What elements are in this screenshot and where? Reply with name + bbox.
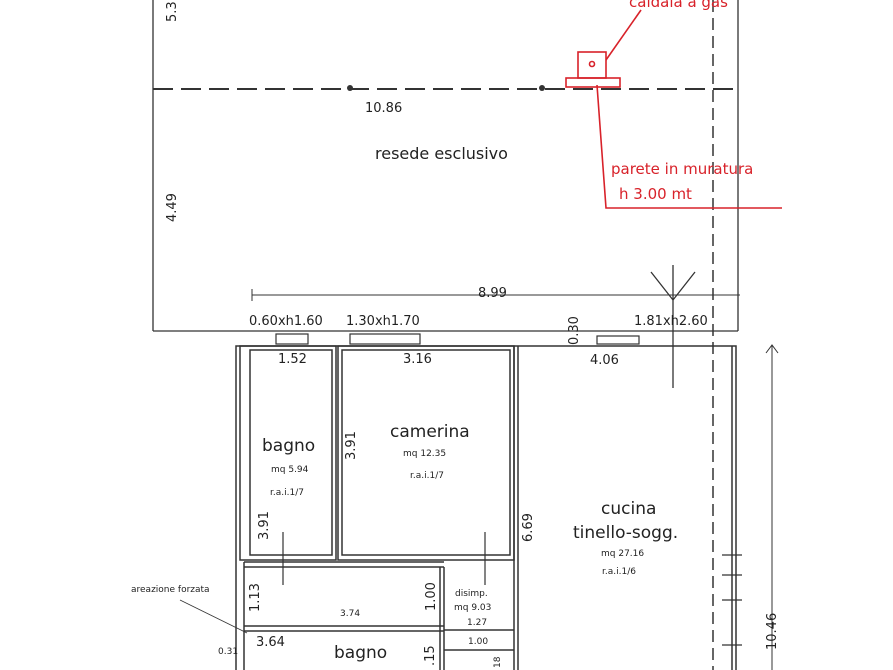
entry-arrow-symbol bbox=[650, 265, 696, 388]
top-vertical-label: 5.3 bbox=[165, 1, 180, 22]
dimension-line-899 bbox=[251, 289, 740, 301]
bagno1-area: mq 5.94 bbox=[271, 465, 309, 475]
camerina-height-label: 3.91 bbox=[344, 431, 359, 460]
partial-15-label: .15 bbox=[423, 645, 438, 666]
step-width-label: 1.00 bbox=[468, 637, 489, 647]
wall-031-label: 0.31 bbox=[218, 647, 239, 657]
disimp-name: disimp. bbox=[455, 589, 488, 599]
bagno1-name: bagno bbox=[262, 436, 316, 456]
camerina-name: camerina bbox=[390, 422, 470, 442]
bagno2-name: bagno bbox=[334, 643, 388, 663]
camerina-area: mq 12.35 bbox=[403, 449, 447, 459]
marker-dot bbox=[539, 85, 545, 91]
camerina-width-label: 3.16 bbox=[403, 352, 432, 367]
resede-outline bbox=[152, 0, 739, 332]
disimp-width-label: 1.27 bbox=[467, 618, 488, 628]
cucina-height-label: 6.69 bbox=[521, 513, 536, 542]
disimp-area: mq 9.03 bbox=[454, 603, 492, 613]
marker-dot bbox=[347, 85, 353, 91]
bagno1-rai: r.a.i.1/7 bbox=[270, 488, 304, 498]
dimension-line-1046 bbox=[765, 344, 779, 670]
areazione-leader bbox=[179, 599, 248, 634]
bagno-width-label: 1.52 bbox=[278, 352, 307, 367]
cucina-width-label: 4.06 bbox=[590, 353, 619, 368]
parete-label-line1: parete in muratura bbox=[611, 160, 754, 178]
parete-label-line2: h 3.00 mt bbox=[619, 185, 692, 203]
bagno2-width-label: 3.64 bbox=[256, 635, 285, 650]
door-markers bbox=[282, 532, 742, 646]
total-width-label: 8.99 bbox=[478, 286, 507, 301]
bagno-height-label: 3.91 bbox=[257, 511, 272, 540]
corridor-height-label: 1.13 bbox=[248, 583, 263, 612]
resede-height-label: 4.49 bbox=[165, 193, 180, 222]
areazione-label: areazione forzata bbox=[131, 585, 210, 595]
caldaia-symbol bbox=[565, 9, 782, 209]
total-height-label: 10.46 bbox=[765, 612, 780, 650]
disimp-height-label: 1.00 bbox=[424, 582, 439, 611]
resede-label: resede esclusivo bbox=[375, 144, 508, 163]
windows bbox=[275, 333, 640, 345]
corridor-width-label: 3.74 bbox=[340, 609, 361, 619]
cucina-name-line2: tinello-sogg. bbox=[573, 523, 679, 543]
window2-label: 1.30xh1.70 bbox=[346, 314, 420, 329]
window1-label: 0.60xh1.60 bbox=[249, 314, 323, 329]
dashed-width-label: 10.86 bbox=[365, 101, 403, 116]
partial-18-label: 18 bbox=[493, 656, 503, 668]
cucina-area: mq 27.16 bbox=[601, 549, 645, 559]
caldaia-label: caldaia a gas bbox=[629, 0, 728, 11]
camerina-rai: r.a.i.1/7 bbox=[410, 471, 444, 481]
cucina-rai: r.a.i.1/6 bbox=[602, 567, 636, 577]
wall-030-label: 0.30 bbox=[567, 316, 582, 345]
building-walls bbox=[235, 345, 737, 670]
window3-label: 1.81xh2.60 bbox=[634, 314, 708, 329]
cucina-name-line1: cucina bbox=[601, 499, 657, 519]
